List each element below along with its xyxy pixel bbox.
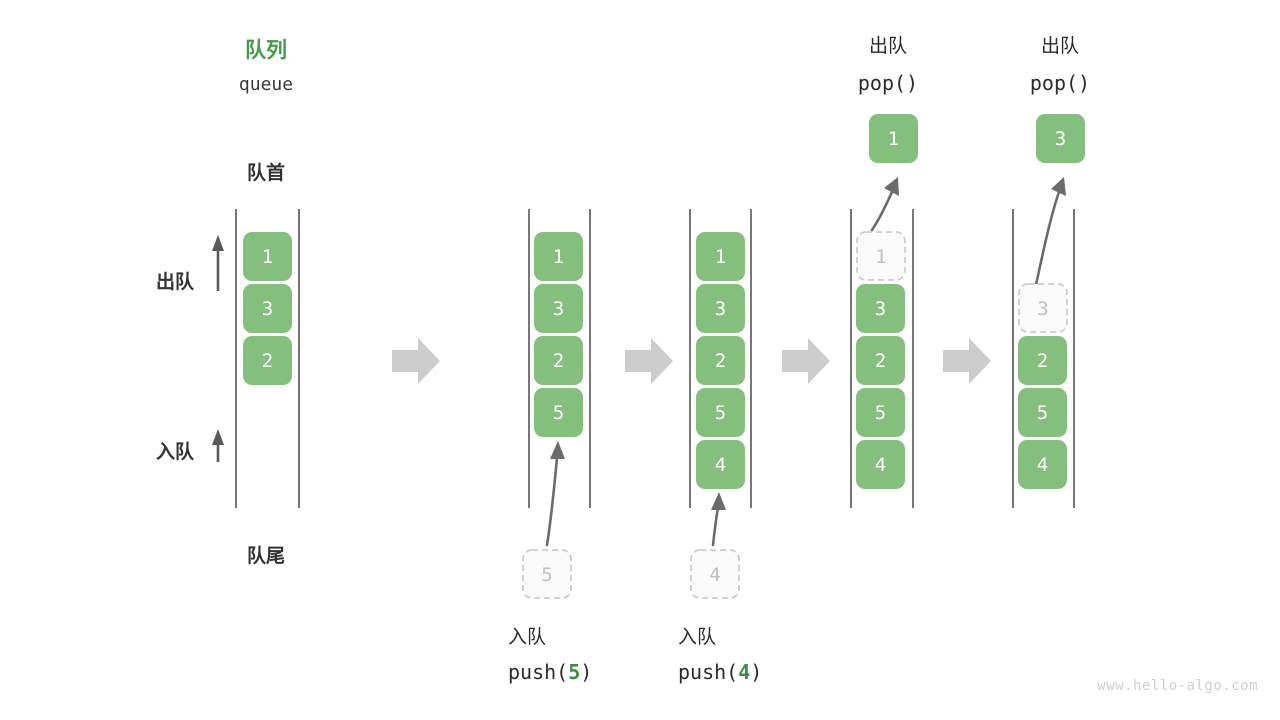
front-label: 队首 (247, 161, 285, 184)
queue-item-ghost: 3 (1018, 283, 1068, 333)
queue-item: 3 (534, 284, 583, 333)
queue-item-value: 5 (1037, 402, 1048, 424)
step-separator-arrow-icon (625, 338, 673, 384)
queue-item-value: 2 (875, 350, 886, 372)
queue-item-value: 1 (715, 246, 726, 268)
operation-label-cn: 出队 (1041, 35, 1079, 57)
step-separator-arrow-icon (392, 338, 440, 384)
push-arrow-icon (711, 492, 726, 547)
queue-item-value: 1 (875, 246, 886, 268)
popped-element-value: 3 (1055, 128, 1066, 150)
queue-item-value: 2 (715, 350, 726, 372)
rear-label: 队尾 (247, 544, 285, 567)
queue-item-value: 3 (715, 298, 726, 320)
queue-item: 2 (1018, 336, 1067, 385)
watermark: www.hello-algo.com (1097, 678, 1258, 694)
operation-code: pop() (1030, 71, 1090, 95)
popped-element: 3 (1036, 114, 1085, 163)
queue-column-after-pop-3: 出队 pop() 3 3 2 5 4 (1012, 35, 1090, 508)
queue-column-after-push-4: 1 3 2 5 4 4 入队 push(4) (678, 209, 762, 684)
queue-column-after-pop-1: 出队 pop() 1 1 3 2 5 4 (850, 35, 918, 508)
dequeue-direction-arrow-icon (212, 235, 224, 291)
figure-title-en: queue (239, 74, 293, 95)
operation-code: push(5) (508, 660, 592, 684)
pop-arrow-icon (870, 177, 899, 232)
queue-item-value: 4 (875, 454, 886, 476)
queue-item-value: 3 (875, 298, 886, 320)
incoming-element-value: 4 (709, 564, 720, 586)
queue-item: 4 (856, 440, 905, 489)
queue-item-value: 5 (553, 402, 564, 424)
operation-label-cn: 出队 (869, 35, 907, 57)
queue-item: 5 (856, 388, 905, 437)
queue-item-value: 4 (1037, 454, 1048, 476)
queue-item-value: 1 (553, 246, 564, 268)
operation-label-cn: 入队 (508, 626, 546, 648)
queue-item-value: 4 (715, 454, 726, 476)
queue-item: 3 (243, 284, 292, 333)
popped-element: 1 (869, 114, 918, 163)
queue-item: 1 (243, 232, 292, 281)
queue-item-value: 3 (262, 298, 273, 320)
queue-item: 3 (856, 284, 905, 333)
queue-item-value: 2 (553, 350, 564, 372)
step-separator-arrow-icon (782, 338, 830, 384)
queue-item: 2 (856, 336, 905, 385)
queue-item-value: 1 (262, 246, 273, 268)
queue-item: 2 (534, 336, 583, 385)
incoming-element-placeholder: 5 (522, 549, 572, 599)
enqueue-direction-label: 入队 (156, 440, 195, 463)
queue-item: 4 (696, 440, 745, 489)
dequeue-direction-label: 出队 (156, 270, 195, 293)
queue-item-ghost: 1 (856, 231, 906, 281)
queue-item: 1 (534, 232, 583, 281)
popped-element-value: 1 (888, 128, 899, 150)
queue-item-value: 3 (1037, 298, 1048, 320)
queue-column-initial: 1 3 2 (235, 209, 300, 508)
figure-title-cn: 队列 (245, 39, 287, 62)
pop-arrow-icon (1034, 177, 1066, 287)
queue-item-value: 5 (715, 402, 726, 424)
queue-column-after-push-5: 1 3 2 5 5 入队 push(5) (508, 209, 592, 684)
queue-item: 5 (1018, 388, 1067, 437)
operation-label-cn: 入队 (678, 626, 716, 648)
operation-code: pop() (858, 71, 918, 95)
queue-item: 2 (696, 336, 745, 385)
incoming-element-value: 5 (541, 564, 552, 586)
queue-item: 5 (534, 388, 583, 437)
step-separator-arrow-icon (943, 338, 991, 384)
queue-item: 1 (696, 232, 745, 281)
queue-item-value: 3 (553, 298, 564, 320)
operation-code: push(4) (678, 660, 762, 684)
queue-item-value: 5 (875, 402, 886, 424)
push-arrow-icon (545, 441, 565, 547)
queue-item: 4 (1018, 440, 1067, 489)
queue-item: 5 (696, 388, 745, 437)
enqueue-direction-arrow-icon (212, 429, 224, 462)
queue-item: 2 (243, 336, 292, 385)
queue-item-value: 2 (262, 350, 273, 372)
queue-item-value: 2 (1037, 350, 1048, 372)
queue-item: 3 (696, 284, 745, 333)
incoming-element-placeholder: 4 (690, 549, 740, 599)
